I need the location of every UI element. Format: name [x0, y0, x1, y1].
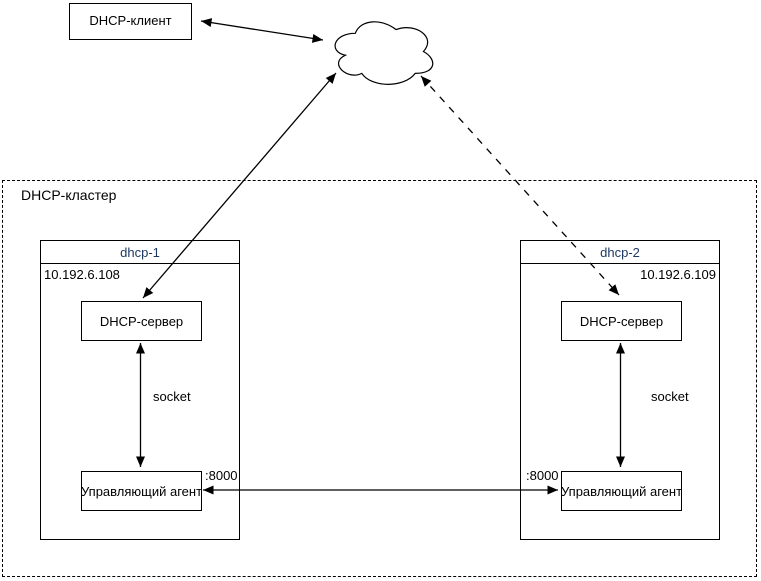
- node-dhcp-1-server-box: DHCP-сервер: [81, 301, 202, 341]
- edge-client-cloud: [200, 18, 324, 43]
- dhcp-cluster-label: DHCP-кластер: [21, 187, 117, 203]
- node-dhcp-2-socket-label: socket: [651, 389, 689, 404]
- dhcp-client-box: DHCP-клиент: [69, 3, 192, 40]
- cloud-icon: [334, 21, 434, 85]
- dhcp-cluster-container: DHCP-кластер: [2, 180, 757, 577]
- node-dhcp-2-server-label: DHCP-сервер: [579, 313, 664, 329]
- node-dhcp-2-server-box: DHCP-сервер: [561, 301, 682, 341]
- node-dhcp-1-ip: 10.192.6.108: [44, 267, 120, 282]
- node-dhcp-1-agent-label: Управляющий агент: [80, 483, 203, 499]
- node-dhcp-2-title: dhcp-2: [521, 241, 719, 264]
- node-dhcp-1-port-label: :8000: [205, 468, 238, 483]
- node-dhcp-1-socket-label: socket: [153, 389, 191, 404]
- node-dhcp-2: dhcp-2 10.192.6.109 DHCP-сервер socket :…: [520, 240, 720, 540]
- node-dhcp-2-agent-box: Управляющий агент: [561, 471, 682, 511]
- node-dhcp-1: dhcp-1 10.192.6.108 DHCP-сервер socket :…: [40, 240, 240, 540]
- node-dhcp-2-agent-label: Управляющий агент: [560, 483, 683, 499]
- node-dhcp-1-agent-box: Управляющий агент: [81, 471, 202, 511]
- node-dhcp-1-server-label: DHCP-сервер: [99, 313, 184, 329]
- node-dhcp-2-port-label: :8000: [526, 468, 559, 483]
- node-dhcp-2-ip: 10.192.6.109: [640, 267, 716, 282]
- node-dhcp-1-title: dhcp-1: [41, 241, 239, 264]
- dhcp-client-label: DHCP-клиент: [89, 13, 172, 29]
